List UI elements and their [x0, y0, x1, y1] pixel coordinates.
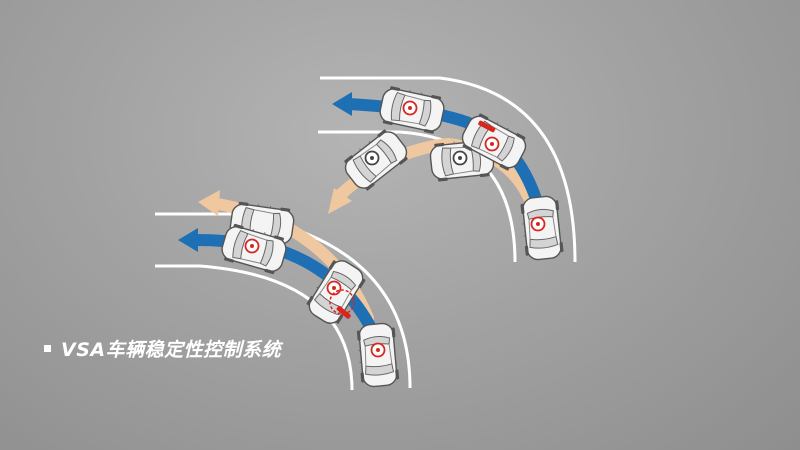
brake-range-indicator: [329, 289, 355, 315]
road-edge-line: [320, 76, 577, 263]
brake-indicator-icon: [530, 216, 546, 232]
wheel-icon: [364, 150, 380, 166]
oversteer-scenario: [318, 76, 577, 263]
arrow-icon: [332, 92, 352, 116]
brake-indicator-icon: [484, 136, 500, 152]
brake-indicator-icon: [370, 342, 386, 358]
caption-text: VSA车辆稳定性控制系统: [61, 338, 282, 361]
brake-indicator-icon: [402, 100, 418, 116]
wheel-icon: [452, 150, 468, 166]
caption: VSA车辆稳定性控制系统: [44, 337, 282, 361]
road-edge-line: [155, 264, 354, 391]
arrow-icon: [328, 188, 352, 214]
arrow-icon: [178, 228, 198, 252]
brake-indicator-icon: [244, 238, 260, 254]
brake-marker: [478, 120, 496, 133]
brake-marker: [336, 305, 351, 319]
understeer-scenario: [155, 190, 412, 391]
arrow-icon: [198, 190, 220, 216]
bullet-square-icon: [44, 344, 51, 352]
